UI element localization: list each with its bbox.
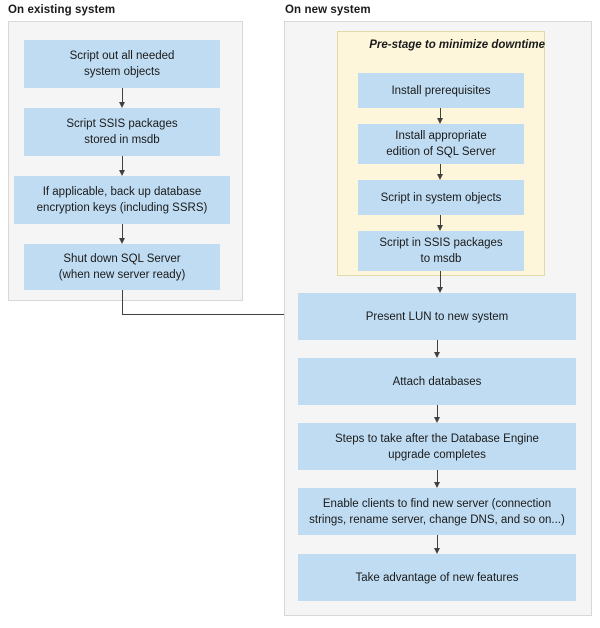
node-take-advantage-features[interactable]: Take advantage of new features [298,554,576,601]
node-label: Script in system objects [380,191,502,204]
node-enable-clients[interactable]: Enable clients to find new server (conne… [298,488,576,535]
prestage-group-title: Pre-stage to minimize downtime [369,39,545,51]
arrow-prestage-to-present-lun [436,271,445,293]
node-label: Script SSIS packages stored in msdb [66,118,178,146]
node-script-in-system-objects[interactable]: Script in system objects [358,180,524,215]
node-label: Script out all needed system objects [69,50,175,78]
node-shut-down-sql-server[interactable]: Shut down SQL Server (when new server re… [24,244,220,290]
column-header-existing-system: On existing system [8,4,116,16]
node-label: Steps to take after the Database Engine … [335,432,539,461]
node-label: Attach databases [392,375,482,388]
arrow-existing-1-to-2 [118,88,127,108]
arrow-prestage-2-to-3 [436,164,445,180]
node-label: Install appropriate edition of SQL Serve… [386,130,496,158]
arrow-existing-3-to-4 [118,224,127,244]
node-script-out-system-objects[interactable]: Script out all needed system objects [24,40,220,88]
arrow-attach-to-post-upgrade [433,405,442,423]
arrow-existing-2-to-3 [118,156,127,176]
arrow-prestage-3-to-4 [436,215,445,231]
node-install-edition-sql-server[interactable]: Install appropriate edition of SQL Serve… [358,124,524,164]
node-script-ssis-packages[interactable]: Script SSIS packages stored in msdb [24,108,220,156]
node-label: Take advantage of new features [355,571,519,584]
node-back-up-encryption-keys[interactable]: If applicable, back up database encrypti… [14,176,230,224]
node-attach-databases[interactable]: Attach databases [298,358,576,405]
node-present-lun[interactable]: Present LUN to new system [298,293,576,340]
node-label: Script in SSIS packages to msdb [379,237,503,265]
node-label: Install prerequisites [391,84,491,97]
arrow-prestage-1-to-2 [436,108,445,124]
node-label: Enable clients to find new server (conne… [309,497,565,526]
arrow-enable-clients-to-features [433,535,442,554]
node-label: Present LUN to new system [365,310,509,323]
arrow-present-lun-to-attach [433,340,442,358]
node-post-upgrade-steps[interactable]: Steps to take after the Database Engine … [298,423,576,470]
node-label: If applicable, back up database encrypti… [36,186,208,214]
arrow-post-upgrade-to-enable-clients [433,470,442,488]
node-install-prerequisites[interactable]: Install prerequisites [358,73,524,108]
node-label: Shut down SQL Server (when new server re… [58,253,186,281]
column-header-new-system: On new system [285,4,371,16]
node-script-in-ssis-packages[interactable]: Script in SSIS packages to msdb [358,231,524,271]
